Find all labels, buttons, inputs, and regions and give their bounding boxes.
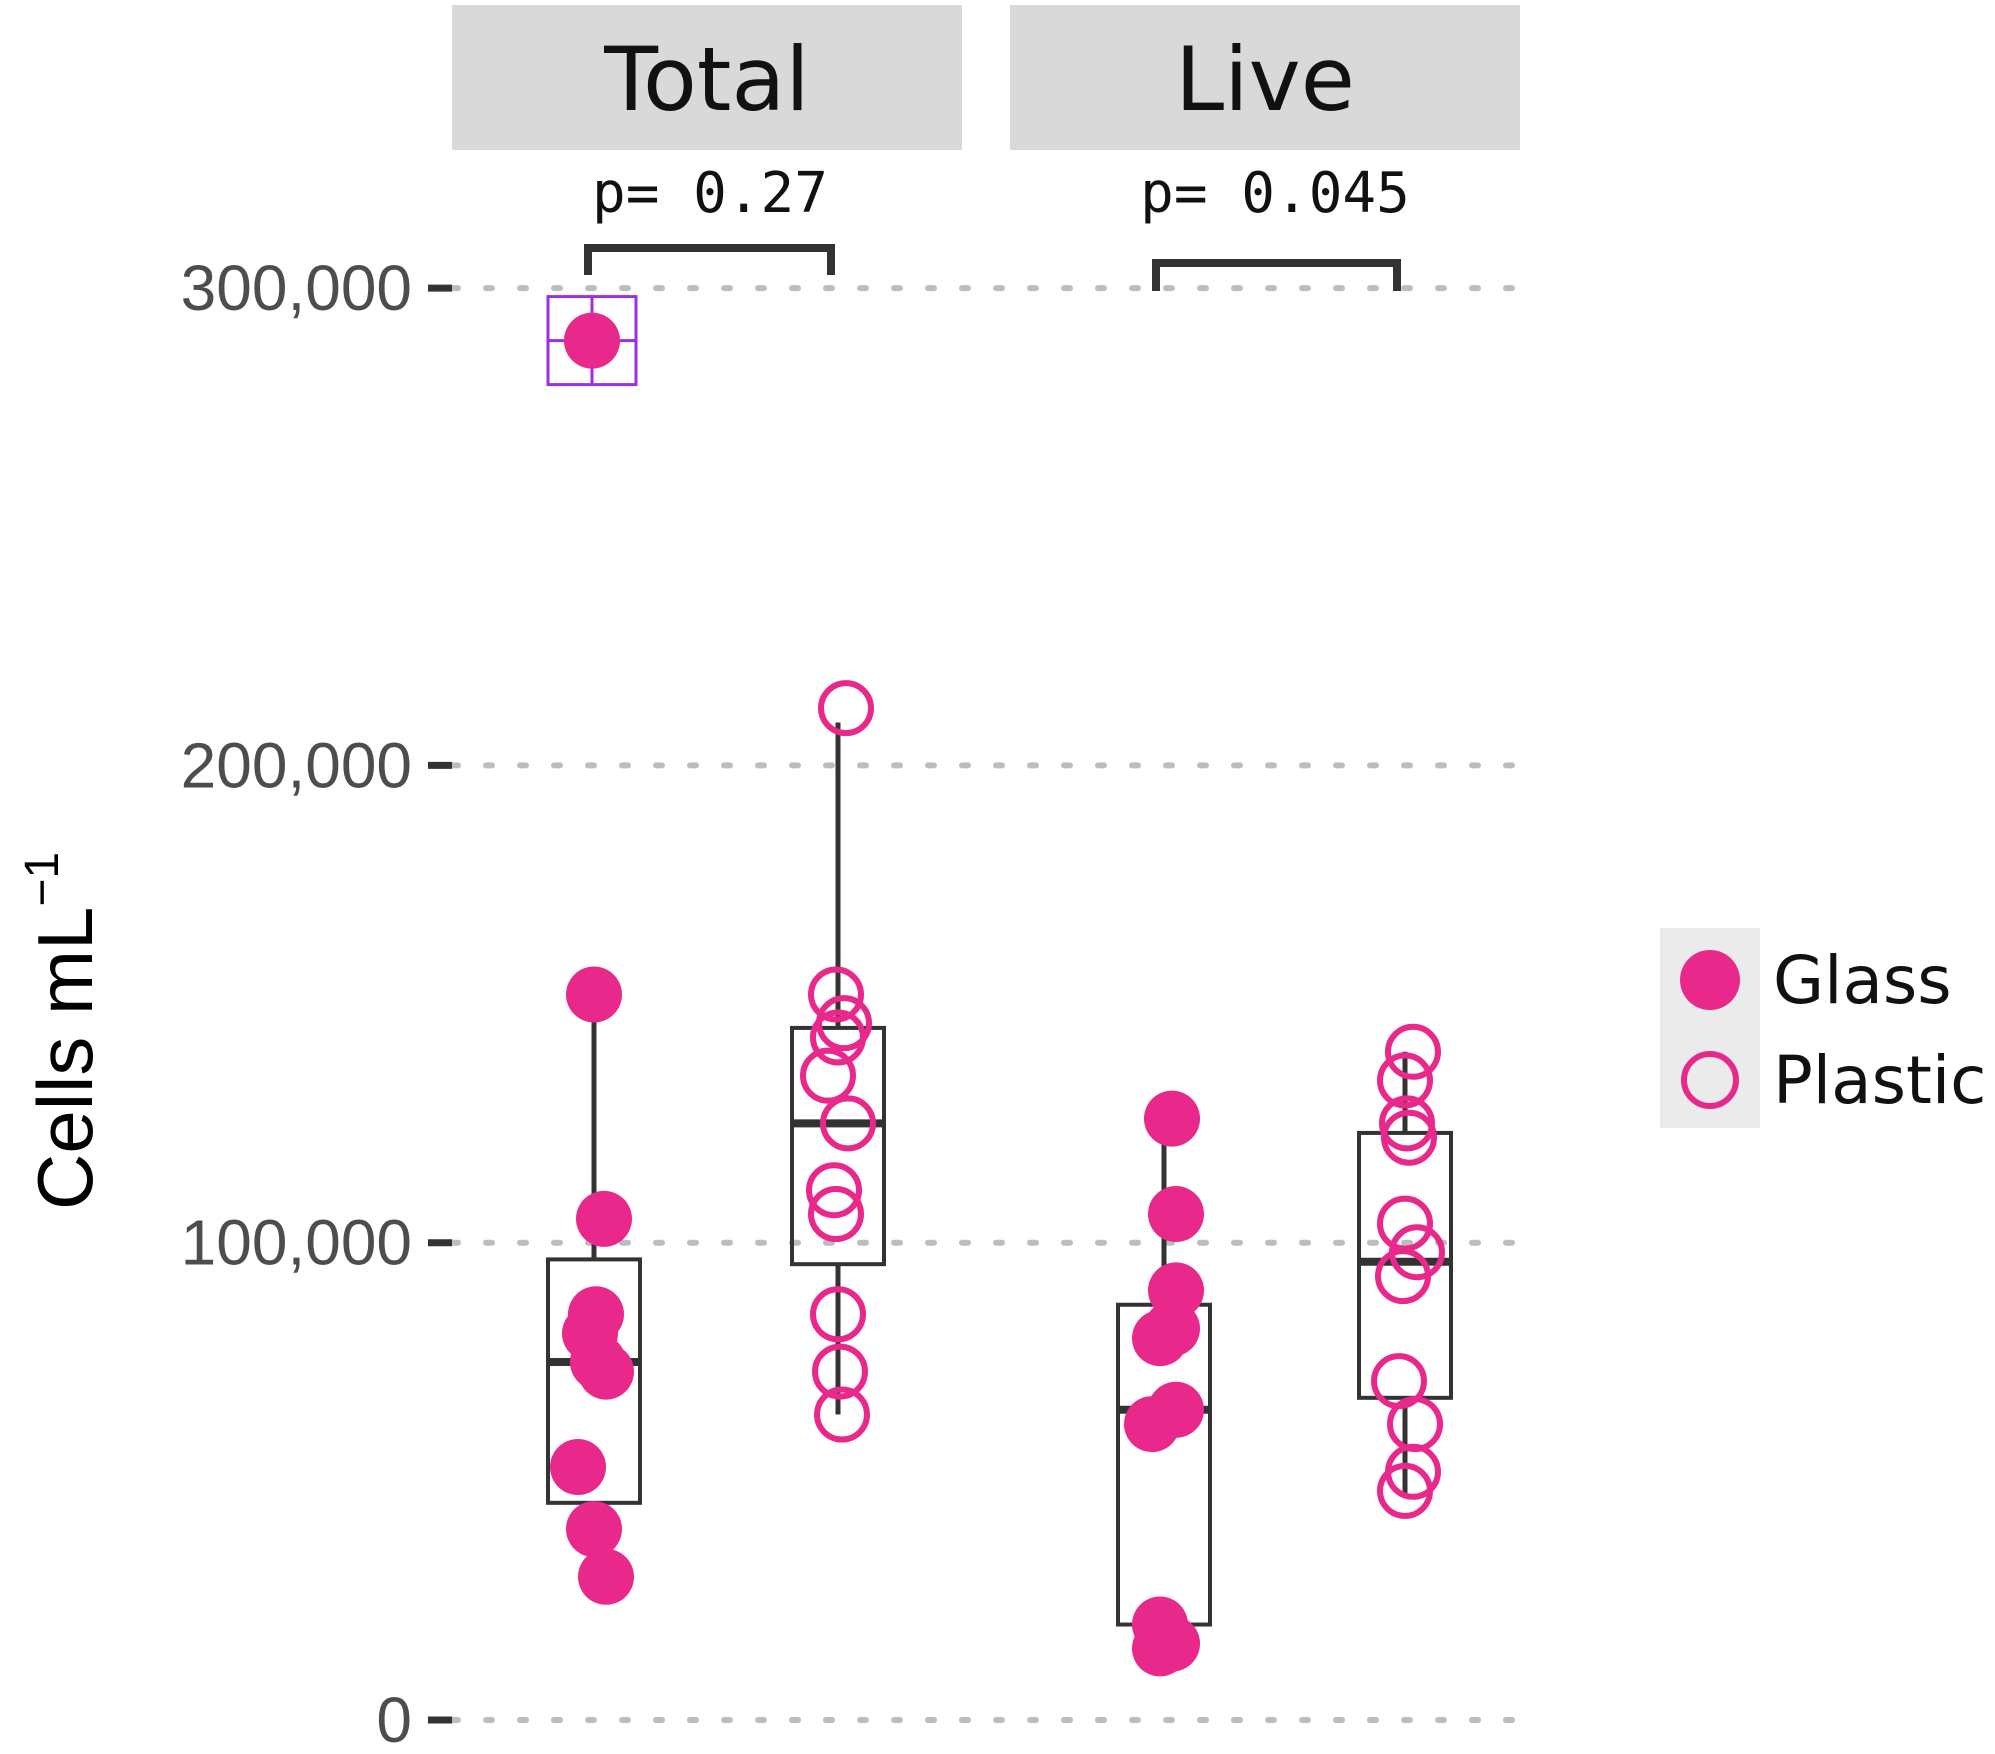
significance-bracket-live (1152, 259, 1401, 291)
gridlines (449, 285, 1523, 1723)
legend-key-plastic (1681, 1051, 1739, 1109)
point-total-glass-2 (576, 1190, 632, 1247)
point-live-glass-0 (1144, 1090, 1200, 1147)
point-live-glass-9 (1132, 1620, 1188, 1677)
box-layer (546, 722, 1453, 1627)
point-live-plastic-6 (1375, 1248, 1431, 1305)
point-live-glass-1 (1148, 1186, 1204, 1243)
facet-title-total: Total (603, 28, 810, 131)
point-total-plastic-5 (820, 1095, 876, 1152)
y-axis-title-superscript: −1 (16, 852, 69, 907)
y-axis-title: Cells mL−1 (16, 852, 109, 1210)
point-live-plastic-8 (1387, 1396, 1443, 1453)
point-total-plastic-3 (810, 1009, 866, 1066)
point-total-plastic-0 (818, 680, 874, 737)
point-total-plastic-1 (808, 966, 864, 1023)
box-total-plastic (790, 1025, 886, 1267)
y-tick-label-2: 200,000 (181, 729, 412, 801)
point-total-glass-8 (566, 1501, 622, 1558)
point-total-glass-9 (578, 1548, 634, 1605)
facet-strip-total (452, 5, 962, 150)
point-live-plastic-10 (1377, 1462, 1433, 1519)
legend-key-glass (1680, 950, 1740, 1010)
legend-label-plastic: Plastic (1773, 1042, 1986, 1119)
p-value-live: p= 0.045 (1140, 161, 1410, 226)
y-tick-label-0: 0 (376, 1684, 412, 1754)
point-live-plastic-0 (1385, 1023, 1441, 1080)
significance-bracket-total (584, 244, 835, 275)
y-tick-label-3: 300,000 (181, 252, 412, 324)
point-total-glass-6 (578, 1343, 634, 1400)
point-live-plastic-1 (1377, 1052, 1433, 1109)
point-total-plastic-9 (812, 1343, 868, 1400)
point-total-plastic-6 (806, 1162, 862, 1219)
point-live-plastic-3 (1381, 1109, 1437, 1166)
point-total-plastic-10 (814, 1386, 870, 1443)
point-total-plastic-8 (810, 1286, 866, 1343)
point-total-glass-1 (566, 966, 622, 1023)
point-total-glass-7 (550, 1439, 606, 1496)
p-value-total: p= 0.27 (592, 161, 828, 226)
legend: Glass Plastic (1660, 928, 1986, 1128)
facet-strip-live (1010, 5, 1520, 150)
facet-title-live: Live (1175, 28, 1355, 131)
legend-label-glass: Glass (1773, 942, 1952, 1019)
y-axis-ticks: 0 100,000 200,000 300,000 (181, 252, 452, 1754)
point-live-glass-4 (1132, 1310, 1188, 1367)
point-total-glass-0 (564, 312, 620, 369)
point-live-glass-6 (1124, 1396, 1180, 1453)
point-layer (546, 295, 1445, 1677)
point-total-plastic-4 (800, 1047, 856, 1104)
point-total-plastic-7 (808, 1186, 864, 1243)
y-axis-title-main: Cells mL (21, 907, 109, 1210)
y-tick-label-1: 100,000 (181, 1207, 412, 1279)
